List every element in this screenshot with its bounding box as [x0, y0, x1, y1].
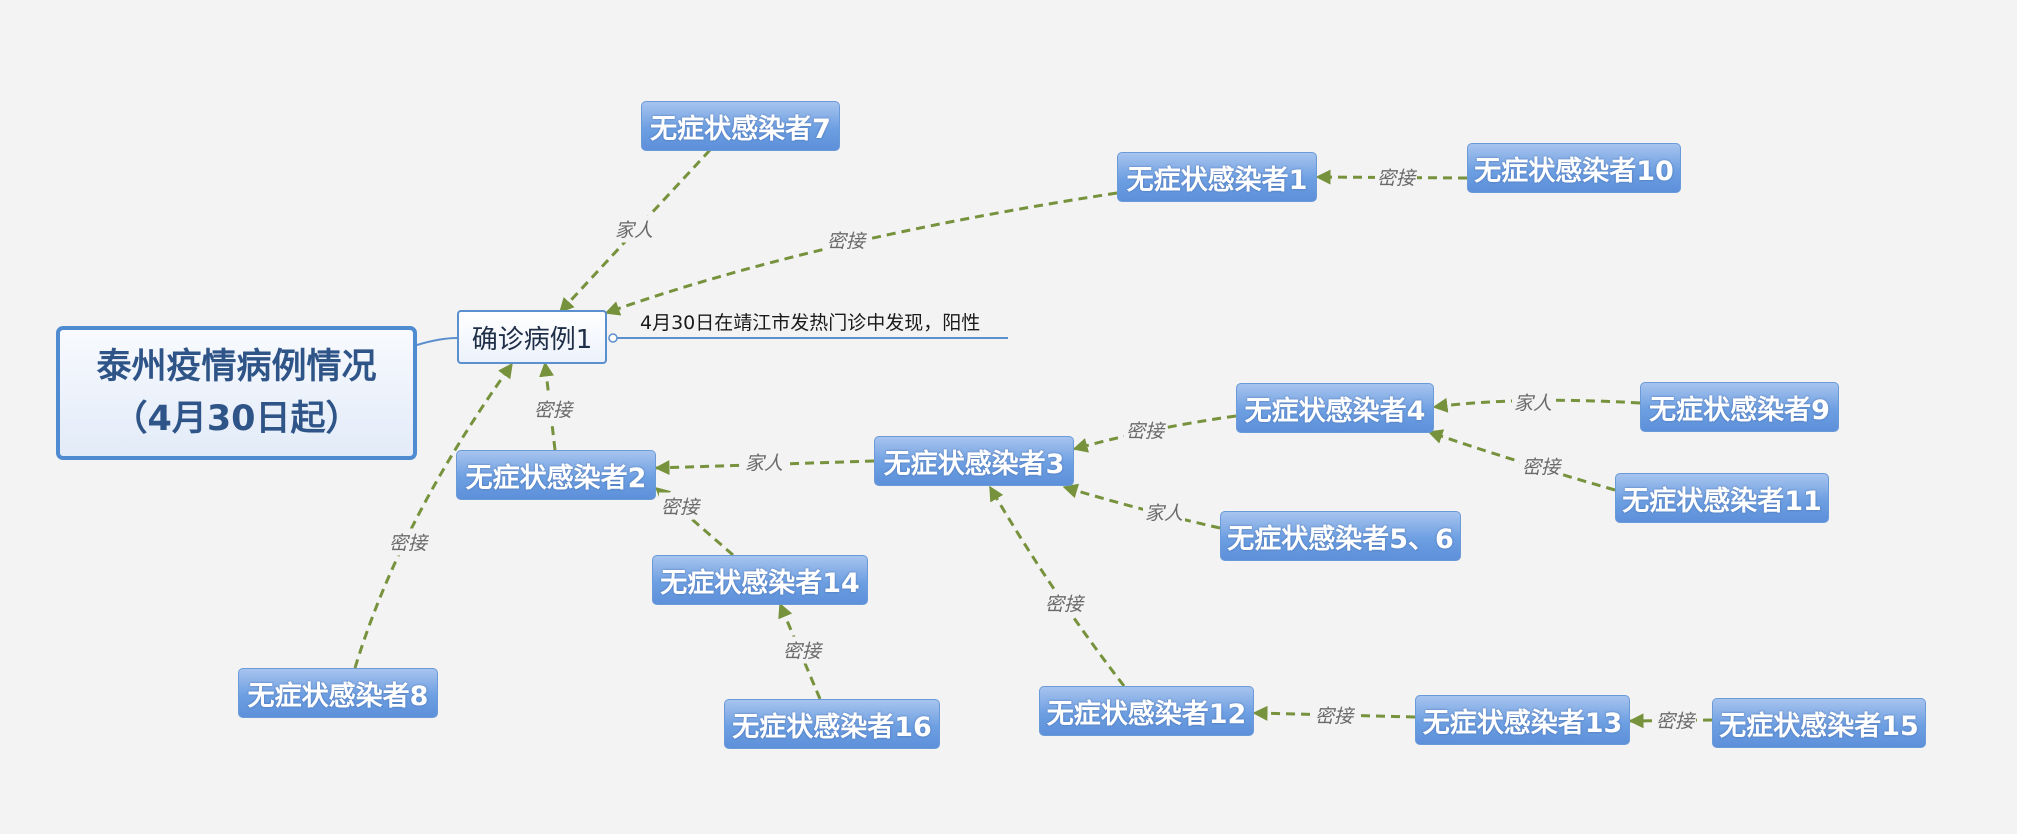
- node-asymptomatic-1[interactable]: 无症状感染者1: [1117, 152, 1317, 202]
- edge-n12-to-n3: [988, 485, 1126, 687]
- node-asymptomatic-7[interactable]: 无症状感染者7: [641, 101, 840, 151]
- edge-label-n1-to-case: 密接: [824, 226, 868, 254]
- edge-label-n8-to-case: 密接: [386, 528, 430, 556]
- edge-n14-to-n2: [654, 486, 734, 557]
- node-asymptomatic-9[interactable]: 无症状感染者9: [1640, 382, 1839, 432]
- edge-n8-to-case: [353, 362, 514, 669]
- edge-label-n2-to-case: 密接: [531, 395, 575, 423]
- node-asymptomatic-4[interactable]: 无症状感染者4: [1236, 383, 1434, 433]
- confirmed-case-1[interactable]: 确诊病例1: [457, 310, 607, 364]
- root-title-line2: （4月30日起）: [112, 399, 361, 439]
- case-note-connector-dot: [608, 333, 618, 343]
- case-note: 4月30日在靖江市发热门诊中发现，阳性: [640, 312, 981, 334]
- edge-label-n7-to-case: 家人: [612, 215, 656, 243]
- confirmed-case-label: 确诊病例1: [471, 324, 593, 355]
- node-asymptomatic-5-6[interactable]: 无症状感染者5、6: [1220, 511, 1461, 561]
- root-to-case-connector: [416, 337, 458, 346]
- node-asymptomatic-8[interactable]: 无症状感染者8: [238, 668, 438, 718]
- edge-label-n13-to-n12: 密接: [1312, 701, 1356, 729]
- edge-label-n56-to-n3: 家人: [1142, 498, 1186, 526]
- edge-n4-to-n3: [1072, 414, 1237, 453]
- root-topic[interactable]: 泰州疫情病例情况 （4月30日起）: [56, 326, 417, 460]
- edge-n11-to-n4: [1427, 429, 1616, 492]
- node-asymptomatic-15[interactable]: 无症状感染者15: [1712, 698, 1926, 748]
- edge-label-n11-to-n4: 密接: [1519, 452, 1563, 480]
- edge-label-n10-to-n1: 密接: [1374, 163, 1418, 191]
- node-asymptomatic-13[interactable]: 无症状感染者13: [1415, 695, 1630, 745]
- node-asymptomatic-14[interactable]: 无症状感染者14: [652, 555, 868, 605]
- node-asymptomatic-3[interactable]: 无症状感染者3: [874, 436, 1074, 486]
- edge-label-n9-to-n4: 家人: [1511, 388, 1555, 416]
- edge-label-n16-to-n14: 密接: [780, 636, 824, 664]
- edge-label-n12-to-n3: 密接: [1042, 589, 1086, 617]
- edge-label-n14-to-n2: 密接: [658, 492, 702, 520]
- edge-label-n4-to-n3: 密接: [1123, 416, 1167, 444]
- edge-label-n3-to-n2: 家人: [742, 448, 786, 476]
- node-asymptomatic-2[interactable]: 无症状感染者2: [456, 450, 656, 500]
- root-title-line1: 泰州疫情病例情况: [96, 347, 377, 387]
- edge-label-n15-to-n13: 密接: [1653, 706, 1697, 734]
- node-asymptomatic-16[interactable]: 无症状感染者16: [724, 699, 940, 749]
- edge-n56-to-n3: [1062, 483, 1221, 530]
- node-asymptomatic-12[interactable]: 无症状感染者12: [1039, 686, 1254, 736]
- node-asymptomatic-11[interactable]: 无症状感染者11: [1615, 473, 1829, 523]
- edge-n15-to-n13: [1628, 713, 1713, 729]
- node-asymptomatic-10[interactable]: 无症状感染者10: [1467, 143, 1681, 193]
